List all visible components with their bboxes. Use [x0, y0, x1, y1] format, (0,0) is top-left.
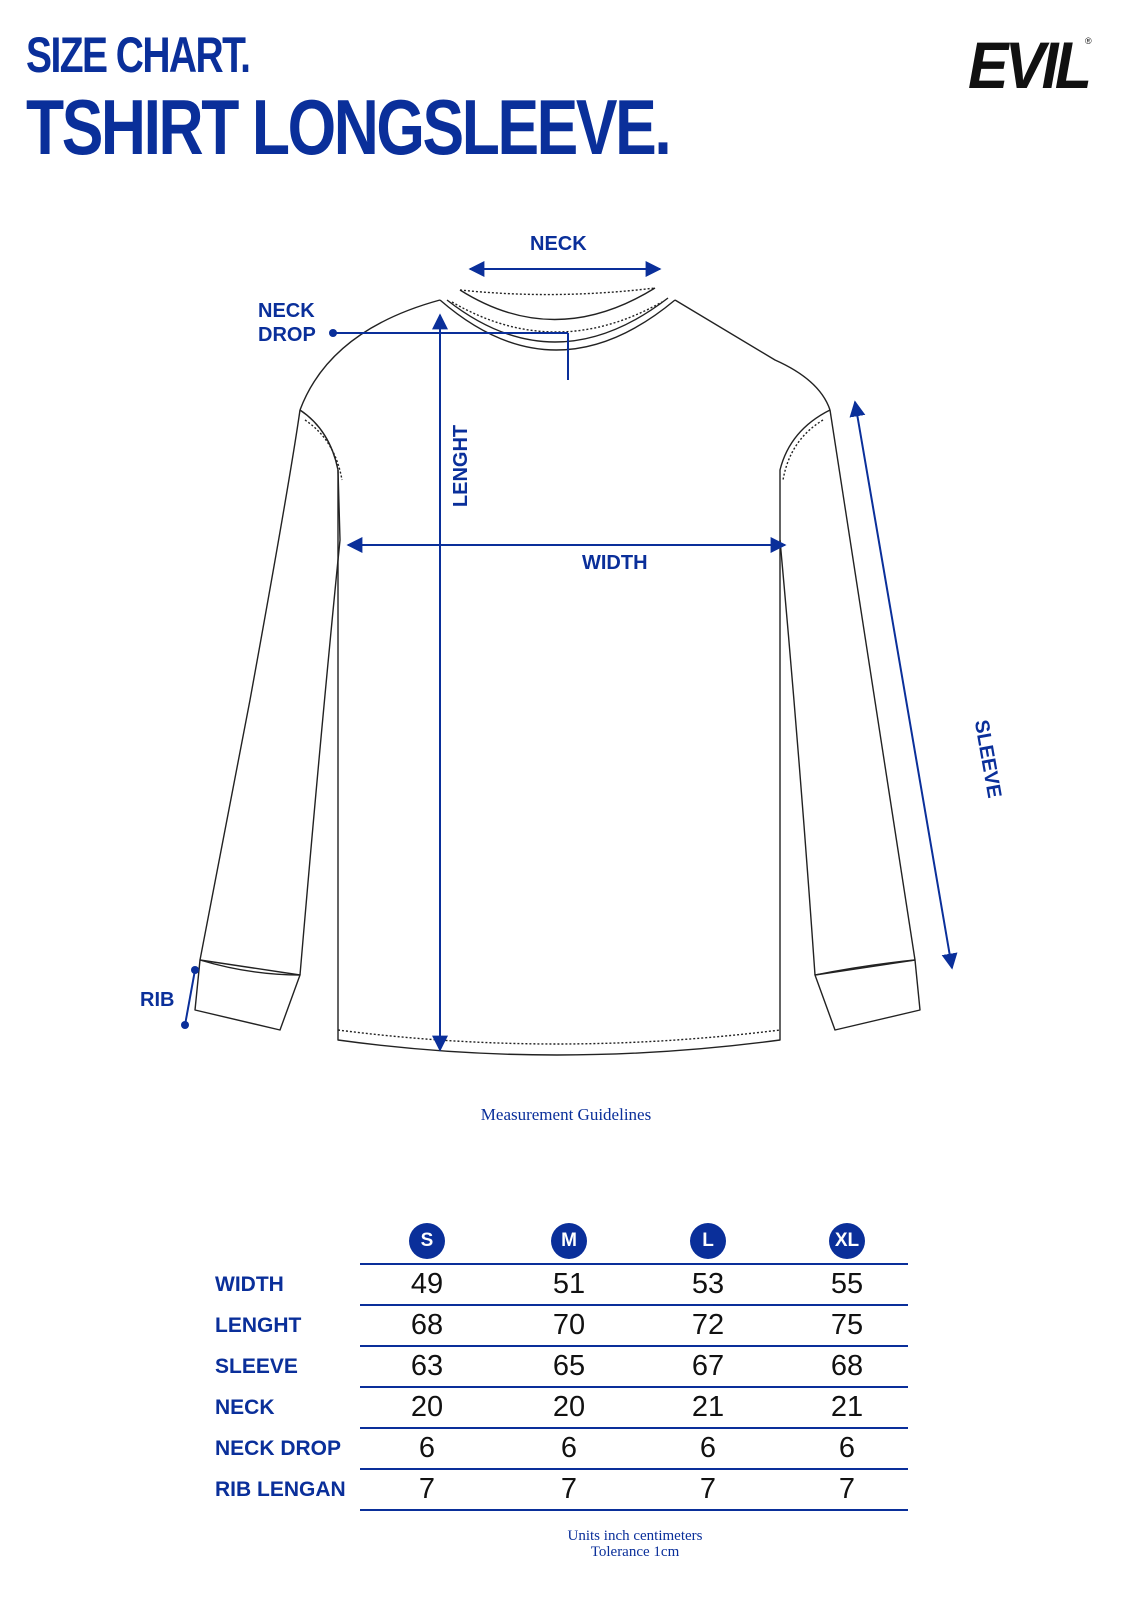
- row-label-neck: NECK: [215, 1396, 275, 1419]
- cell-sleeve-s: 63: [410, 1350, 444, 1382]
- cell-length-xl: 75: [830, 1309, 864, 1341]
- width-label: WIDTH: [582, 552, 648, 574]
- brand-logo: EVIL: [968, 28, 1092, 102]
- table-rule: [360, 1468, 908, 1470]
- cell-sleeve-m: 65: [552, 1350, 586, 1382]
- cell-width-l: 53: [691, 1268, 725, 1300]
- cell-length-l: 72: [691, 1309, 725, 1341]
- page-title-line-2: TSHIRT LONGSLEEVE.: [26, 83, 672, 171]
- units-note: Units inch centimeters: [567, 1528, 703, 1544]
- table-rule: [360, 1386, 908, 1388]
- cell-neck-xl: 21: [830, 1391, 864, 1423]
- cell-rib-xl: 7: [838, 1473, 856, 1505]
- neck-label: NECK: [530, 233, 587, 255]
- cell-neck-drop-m: 6: [560, 1432, 578, 1464]
- measurement-arrows: [184, 261, 958, 1052]
- cell-width-xl: 55: [830, 1268, 864, 1300]
- size-header-m: M: [551, 1223, 587, 1259]
- table-rule: [360, 1509, 908, 1511]
- size-header-l: L: [690, 1223, 726, 1259]
- table-rule: [360, 1345, 908, 1347]
- row-label-sleeve: SLEEVE: [215, 1355, 298, 1378]
- cell-neck-l: 21: [691, 1391, 725, 1423]
- cell-neck-s: 20: [410, 1391, 444, 1423]
- cell-rib-l: 7: [699, 1473, 717, 1505]
- tshirt-outline: [194, 287, 921, 1056]
- tolerance-note: Tolerance 1cm: [590, 1544, 680, 1560]
- cell-length-s: 68: [410, 1309, 444, 1341]
- cell-neck-drop-s: 6: [418, 1432, 436, 1464]
- registered-mark: ®: [1085, 36, 1092, 46]
- row-label-width: WIDTH: [215, 1273, 284, 1296]
- table-rule: [360, 1263, 908, 1265]
- page-title-line-1: SIZE CHART.: [26, 27, 251, 83]
- size-header-xl: XL: [829, 1223, 865, 1259]
- measurement-dots: [181, 329, 337, 1029]
- tshirt-diagram: [181, 261, 958, 1056]
- cell-rib-s: 7: [418, 1473, 436, 1505]
- units-footnote: Units inch centimeters Tolerance 1cm: [0, 1528, 1132, 1560]
- table-rule: [360, 1427, 908, 1429]
- cell-length-m: 70: [552, 1309, 586, 1341]
- size-header-s: S: [409, 1223, 445, 1259]
- cell-sleeve-l: 67: [691, 1350, 725, 1382]
- cell-sleeve-xl: 68: [830, 1350, 864, 1382]
- cell-width-m: 51: [552, 1268, 586, 1300]
- cell-neck-m: 20: [552, 1391, 586, 1423]
- neck-drop-label-line-2: DROP: [258, 324, 316, 346]
- row-label-rib-lengan: RIB LENGAN: [215, 1478, 346, 1501]
- cell-rib-m: 7: [560, 1473, 578, 1505]
- neck-drop-label-line-1: NECK: [258, 300, 315, 322]
- row-label-length: LENGHT: [215, 1314, 302, 1337]
- diagram-caption: Measurement Guidelines: [480, 1105, 652, 1124]
- table-rule: [360, 1304, 908, 1306]
- cell-width-s: 49: [410, 1268, 444, 1300]
- cell-neck-drop-l: 6: [699, 1432, 717, 1464]
- length-label: LENGHT: [450, 424, 473, 508]
- rib-label: RIB: [140, 989, 175, 1011]
- cell-neck-drop-xl: 6: [838, 1432, 856, 1464]
- row-label-neck-drop: NECK DROP: [215, 1437, 342, 1460]
